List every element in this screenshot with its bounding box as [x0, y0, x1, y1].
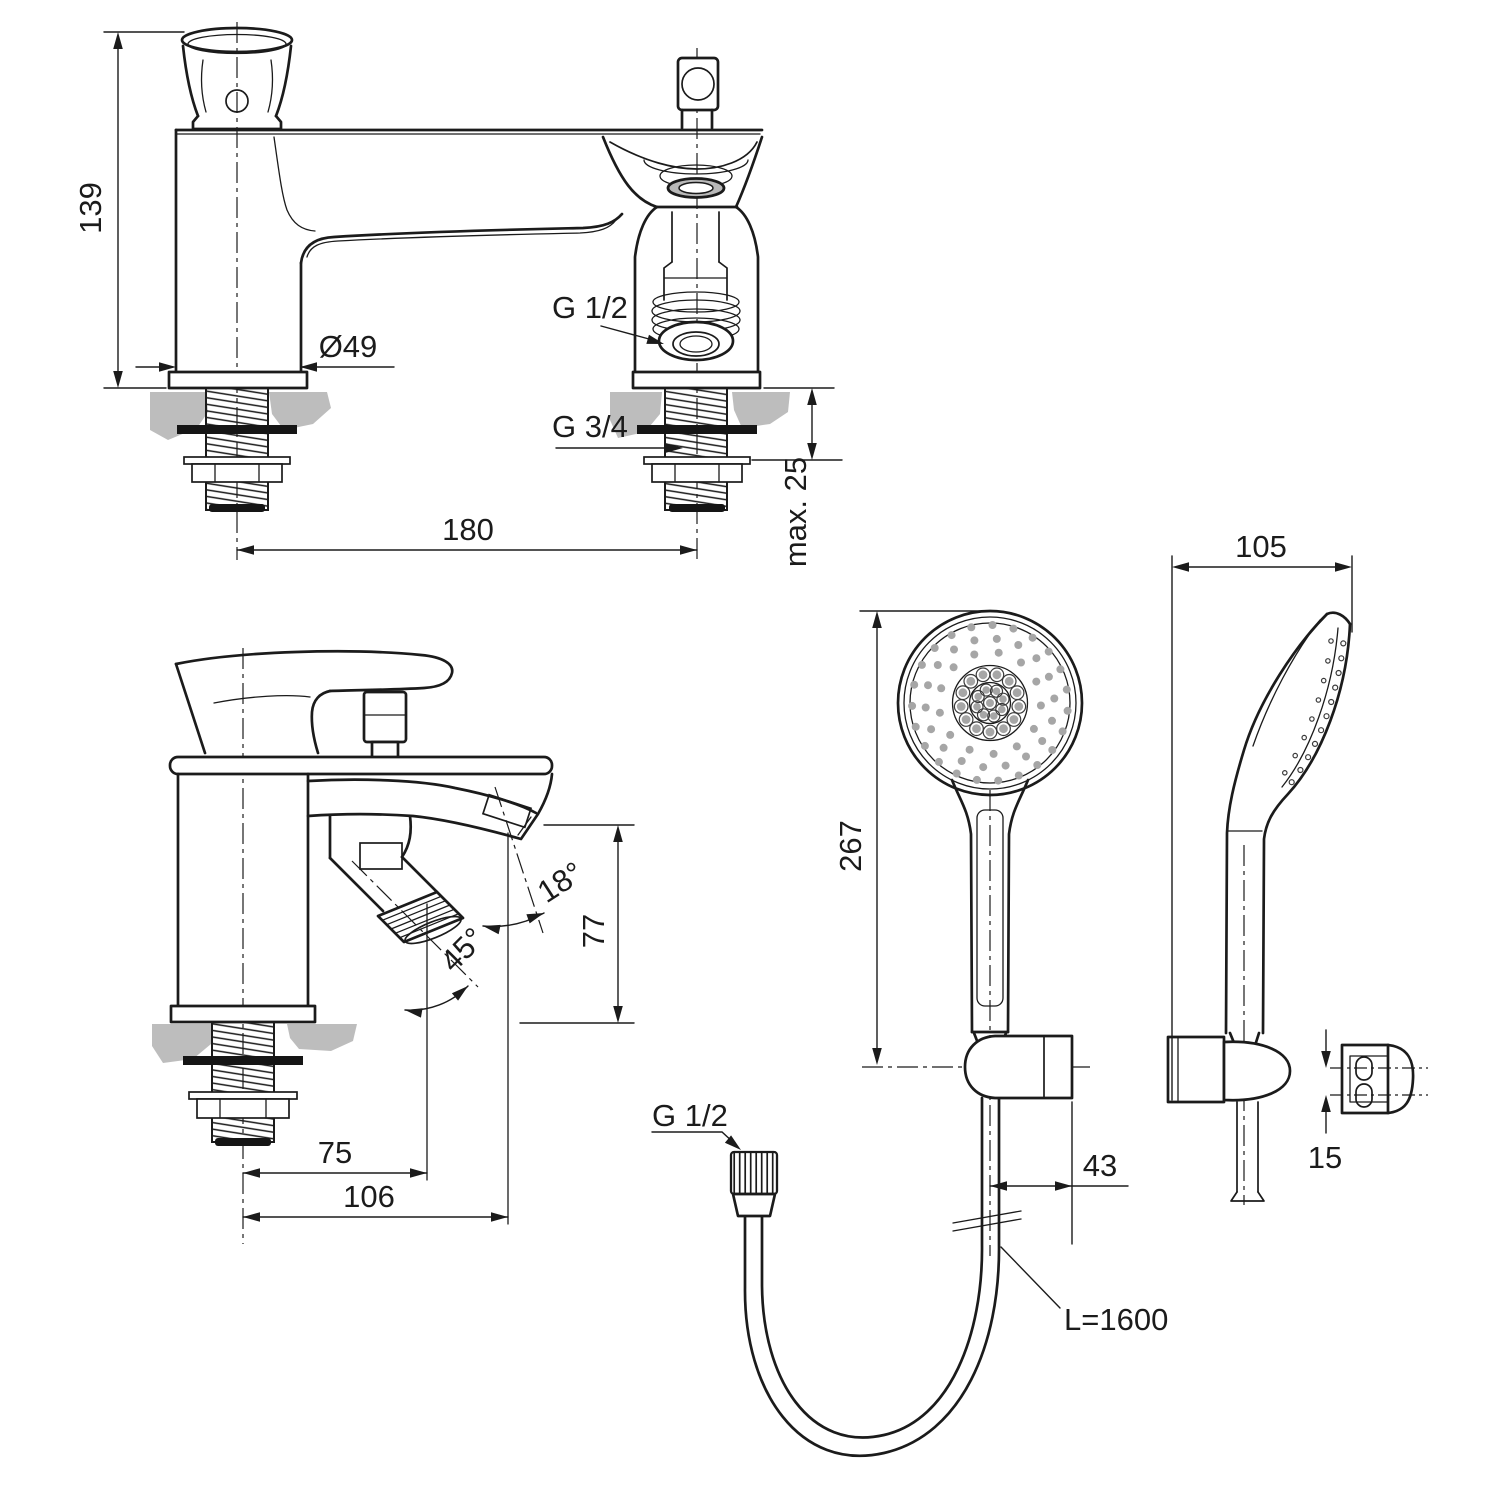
diverter-knob-side	[362, 690, 408, 744]
spray-face-dots	[908, 621, 1072, 785]
hose-break-mark	[952, 1210, 1022, 1232]
spray-nozzles-side	[1282, 638, 1347, 786]
label-hose-thread: G 1/2	[652, 1098, 728, 1133]
dim-diameter-label: Ø49	[319, 329, 378, 364]
dim-spout-reach-label: 106	[343, 1179, 395, 1214]
holder-side	[1166, 1035, 1292, 1202]
hose-nut	[729, 1150, 779, 1196]
holder-ball	[1222, 1040, 1292, 1102]
dim-handshower-length-label: 267	[833, 820, 868, 872]
dim-handshower-depth-label: 105	[1235, 529, 1287, 564]
hose-stub	[1236, 1101, 1259, 1193]
label-hose-length: L=1600	[1064, 1302, 1168, 1337]
left-pillar-base	[167, 370, 309, 390]
diverter-pillar	[601, 56, 764, 390]
dim-deck-thickness-label: max. 25	[778, 457, 813, 567]
dim-spout-height-label: 77	[576, 914, 611, 948]
dim-slot-spacing-label: 15	[1308, 1140, 1342, 1175]
shower-holder	[963, 1034, 1074, 1100]
label-outlet-thread: G 1/2	[552, 290, 628, 325]
handshower-front-view: 267 43 G 1/2 L=1600	[651, 609, 1168, 1458]
handspray-outlet	[328, 814, 465, 945]
handshower-front-dimensions: 267 43 G 1/2 L=1600	[651, 610, 1168, 1337]
front-view-dimensions: 139 Ø49 G 1/2 G 3/4 180 max. 25	[73, 31, 843, 567]
bracket-detail: 15	[1308, 1029, 1428, 1175]
spout	[306, 772, 554, 841]
shower-hose	[729, 1096, 1022, 1458]
dim-height-label: 139	[73, 182, 108, 234]
bracket-dimensions: 15	[1308, 1029, 1342, 1175]
mixer-body	[167, 128, 764, 390]
lever-handle	[174, 649, 454, 693]
handshower-head	[896, 609, 1084, 797]
side-body	[168, 649, 554, 1024]
side-view: 18° 45° 77 75 106	[152, 648, 635, 1244]
side-pillar-base	[169, 1004, 317, 1024]
handshower-side-view: 105	[1166, 529, 1353, 1205]
handshower-side-dimensions: 105	[1171, 529, 1353, 1101]
dim-hole-distance-label: 180	[442, 512, 494, 547]
right-pillar-base	[631, 370, 762, 390]
knob-screw	[225, 89, 249, 113]
diverter-knob	[676, 56, 720, 112]
label-inlet-thread: G 3/4	[552, 409, 628, 444]
side-inlet-tail	[183, 1021, 303, 1146]
dim-handspray-offset-label: 75	[318, 1135, 352, 1170]
front-view: 139 Ø49 G 1/2 G 3/4 180 max. 25	[73, 22, 843, 567]
left-inlet-tail	[177, 387, 297, 512]
spout-aerator	[481, 793, 533, 829]
hose-cone	[731, 1192, 777, 1218]
deck-plate	[168, 755, 554, 776]
dim-holder-depth-label: 43	[1083, 1148, 1117, 1183]
bracket-cover	[1386, 1043, 1415, 1115]
side-mounting-deck	[152, 1024, 357, 1063]
